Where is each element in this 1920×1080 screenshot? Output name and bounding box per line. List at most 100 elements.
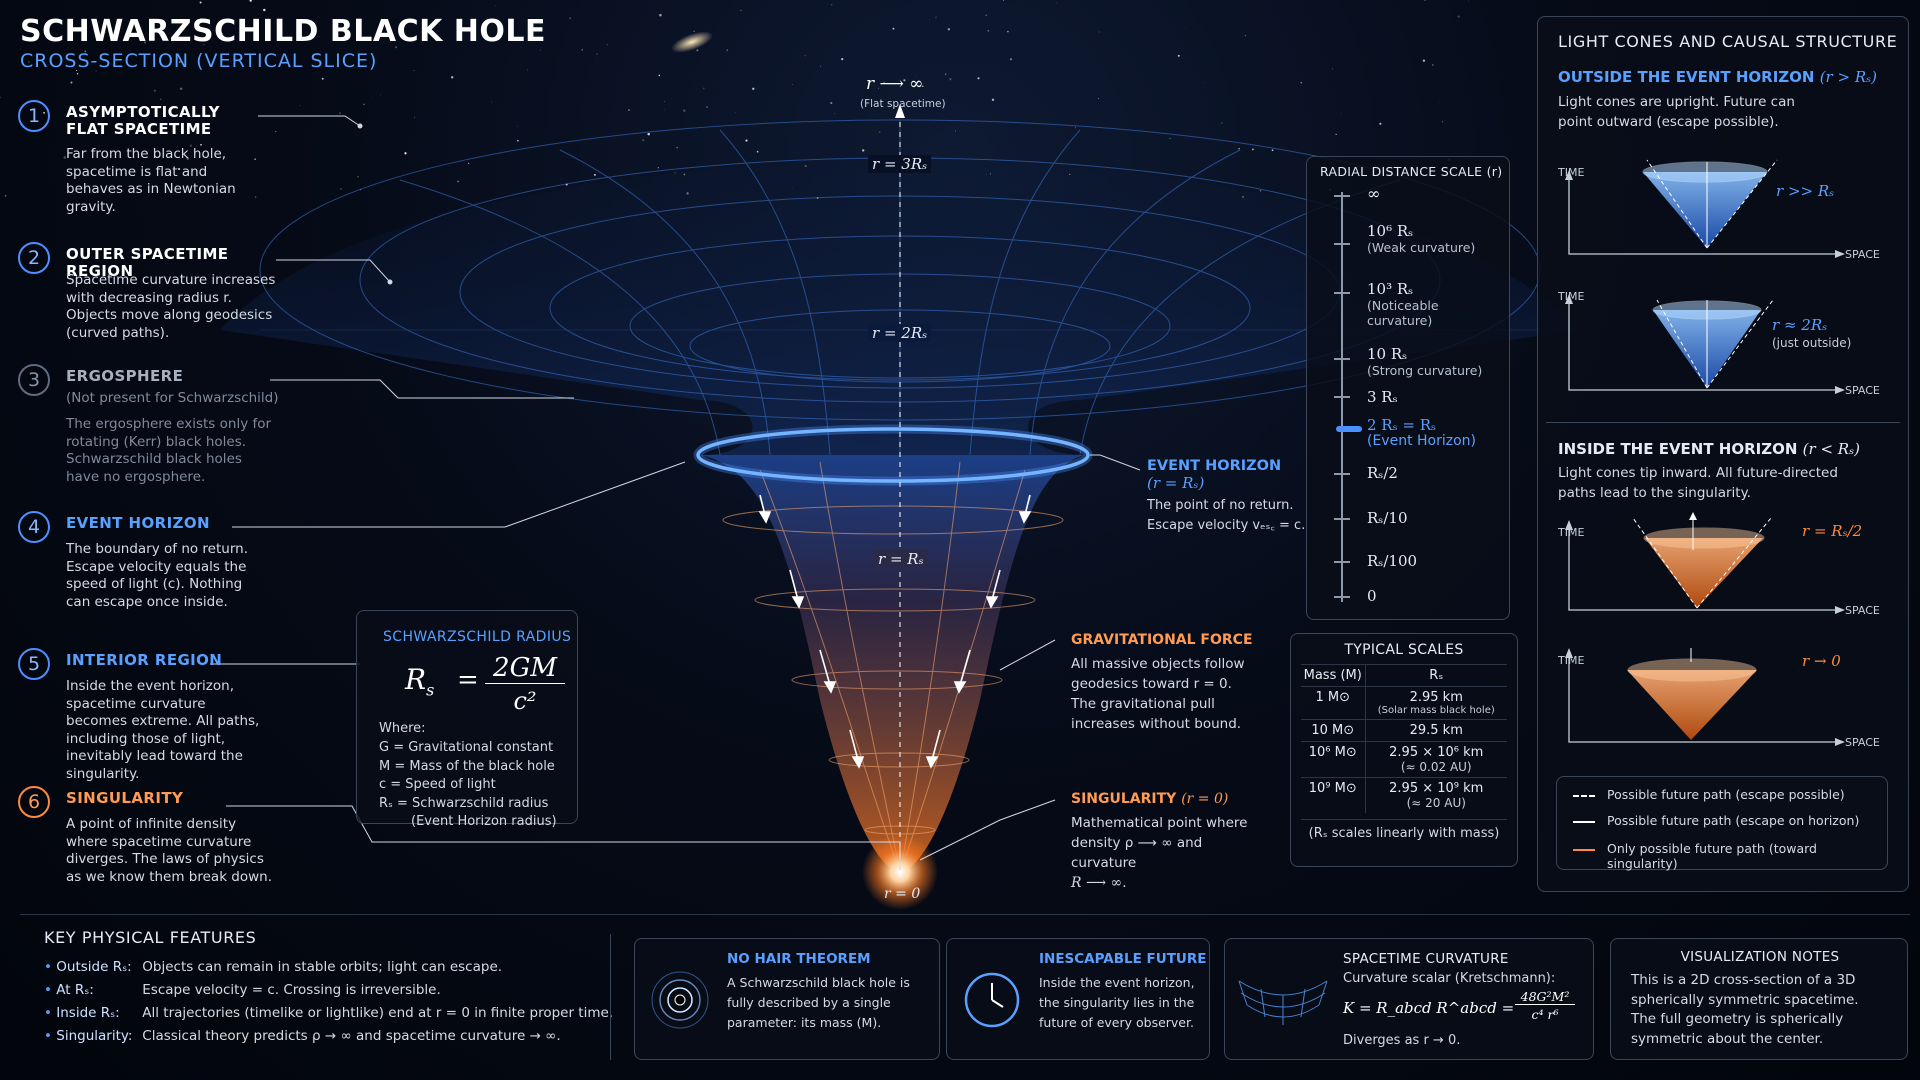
- star: [1098, 31, 1100, 33]
- scale-item-zero: 0: [1367, 587, 1377, 605]
- star: [186, 157, 189, 160]
- star: [804, 55, 806, 57]
- item-text: A point of infinite density where spacet…: [66, 816, 273, 885]
- star: [706, 106, 709, 109]
- star: [357, 176, 359, 178]
- star: [791, 83, 793, 85]
- gf-title: GRAVITATIONAL FORCE: [1071, 632, 1253, 648]
- tick: [1334, 561, 1350, 563]
- axis-label-flat: (Flat spacetime): [860, 98, 946, 110]
- curv-formula-den: c⁴ r⁶: [1531, 1007, 1559, 1022]
- star: [457, 180, 459, 183]
- legend-solid-icon: [1573, 821, 1595, 823]
- star: [683, 109, 686, 112]
- typical-scales-panel: TYPICAL SCALES Mass (M)Rₛ 1 M⊙2.95 km(So…: [1290, 633, 1518, 867]
- star: [1422, 59, 1426, 62]
- item-title: OUTER SPACETIME REGION: [66, 245, 229, 280]
- item-number: 5: [18, 648, 50, 680]
- star: [883, 81, 885, 83]
- legend-item-2: Possible future path (escape on horizon): [1607, 813, 1860, 828]
- scale-item-horizon: 2 Rₛ = Rₛ(Event Horizon): [1367, 416, 1476, 449]
- item-event-horizon: 4 EVENT HORIZON The boundary of no retur…: [18, 511, 288, 631]
- item-singularity: 6 SINGULARITY A point of infinite densit…: [18, 786, 288, 896]
- clock-icon: [964, 972, 1020, 1028]
- scale-item-half: Rₛ/2: [1367, 464, 1398, 482]
- sing-text-1: Mathematical point where: [1071, 815, 1248, 831]
- typical-scales-table: Mass (M)Rₛ 1 M⊙2.95 km(Solar mass black …: [1301, 664, 1507, 813]
- item-text: The ergosphere exists only for rotating …: [66, 416, 272, 485]
- scale-item-1e3: 10³ Rₛ(Noticeable curvature): [1367, 280, 1487, 328]
- star: [935, 16, 937, 18]
- legend-dashed-icon: [1573, 795, 1595, 797]
- star: [1169, 138, 1171, 140]
- scale-item-1e6: 10⁶ Rₛ(Weak curvature): [1367, 222, 1475, 255]
- star: [178, 167, 181, 171]
- star: [28, 61, 30, 63]
- table-row: 1 M⊙2.95 km(Solar mass black hole): [1301, 686, 1507, 720]
- eh-text-1: The point of no return.: [1147, 498, 1294, 513]
- star: [831, 4, 833, 6]
- star: [606, 43, 609, 46]
- axis-label-r0: r = 0: [884, 886, 921, 902]
- col-mass: Mass (M): [1301, 664, 1366, 687]
- gf-text: All massive objects follow geodesics tow…: [1071, 656, 1245, 732]
- axis-time: TIME: [1558, 654, 1585, 667]
- cell-mass: 10 M⊙: [1301, 719, 1366, 742]
- star: [254, 196, 257, 198]
- star: [596, 53, 598, 56]
- star: [321, 77, 324, 80]
- star: [380, 94, 381, 96]
- radial-scale-panel: [1306, 156, 1510, 620]
- feature-key: Outside Rₛ:: [56, 959, 132, 975]
- star: [1457, 15, 1460, 18]
- star: [363, 103, 365, 106]
- bottom-divider: [20, 914, 1910, 915]
- star: [1468, 0, 1469, 2]
- star: [991, 98, 995, 102]
- star: [1335, 133, 1337, 135]
- outside-title: OUTSIDE THE EVENT HORIZON: [1558, 68, 1815, 86]
- star: [1003, 0, 1005, 2]
- item-title: SINGULARITY: [66, 789, 184, 807]
- eh-subtitle: (r = Rₛ): [1147, 474, 1205, 492]
- inside-title: INSIDE THE EVENT HORIZON: [1558, 440, 1798, 458]
- cell-mass: 10⁹ M⊙: [1301, 777, 1366, 813]
- star: [491, 101, 493, 103]
- item-text: The boundary of no return. Escape veloci…: [66, 541, 248, 610]
- star: [414, 116, 415, 118]
- rs-note: (≈ 0.02 AU): [1400, 760, 1472, 774]
- axis-label-rs: r = Rₛ: [874, 550, 928, 568]
- star: [745, 139, 748, 142]
- star: [1424, 0, 1426, 1]
- star: [517, 125, 518, 127]
- item-title: EVENT HORIZON: [66, 514, 210, 532]
- typical-scales-footer: (Rₛ scales linearly with mass): [1301, 819, 1507, 841]
- feature-key: At Rₛ:: [56, 982, 94, 998]
- star: [735, 111, 736, 113]
- star: [252, 7, 254, 8]
- star: [1271, 149, 1274, 152]
- star: [451, 76, 454, 79]
- star: [153, 89, 156, 92]
- star: [467, 162, 470, 165]
- sing-subtitle: (r = 0): [1181, 791, 1229, 807]
- scale-label: 10 Rₛ: [1367, 345, 1408, 363]
- table-header: Mass (M)Rₛ: [1301, 664, 1507, 687]
- col-rs: Rₛ: [1365, 664, 1507, 687]
- star: [1244, 35, 1246, 37]
- scale-item-3rs: 3 Rₛ: [1367, 388, 1398, 406]
- galaxy-icon: [651, 971, 709, 1029]
- scale-note: (Noticeable curvature): [1367, 298, 1439, 328]
- cell-mass: 1 M⊙: [1301, 686, 1366, 720]
- table-row: 10 M⊙29.5 km: [1301, 719, 1507, 742]
- star: [878, 131, 881, 133]
- star: [1332, 68, 1333, 70]
- scale-label: 2 Rₛ = Rₛ: [1367, 416, 1437, 434]
- cone-label-near: r ≈ 2Rₛ: [1772, 316, 1828, 334]
- item-outer-region: 2 OUTER SPACETIME REGION Spacetime curva…: [18, 242, 288, 352]
- star: [955, 130, 956, 132]
- tick: [1334, 195, 1350, 197]
- scale-label: 10⁶ Rₛ: [1367, 222, 1414, 240]
- star: [371, 96, 373, 97]
